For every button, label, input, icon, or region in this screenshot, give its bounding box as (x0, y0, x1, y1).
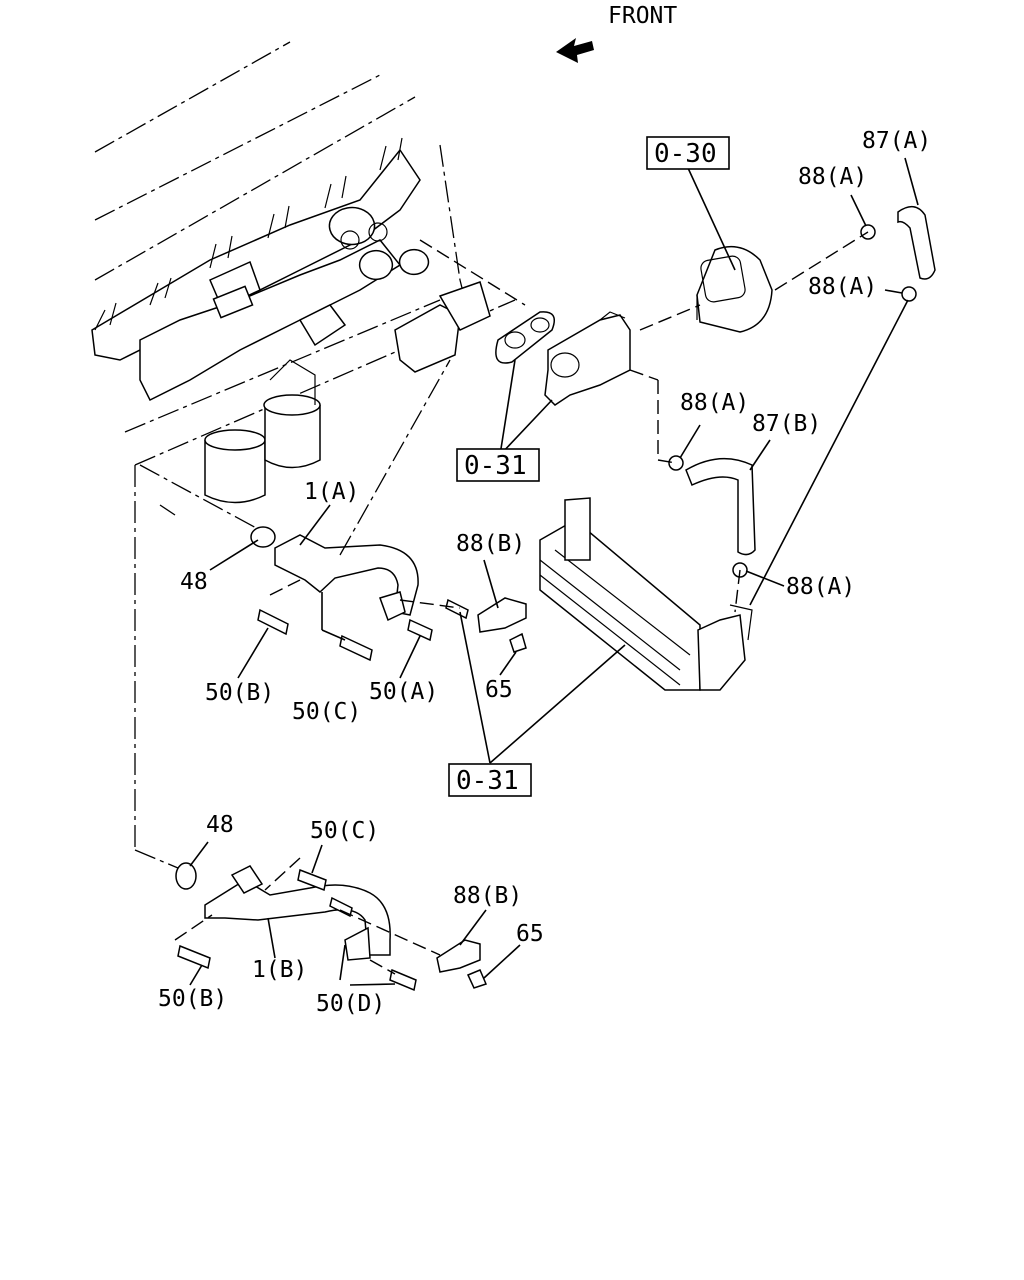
callout-65-bot: 65 (516, 921, 544, 947)
callout-1b: 1(B) (252, 957, 307, 983)
ref-box-031-mid: 0-31 (448, 763, 532, 797)
water-outlet-housing (544, 311, 631, 406)
callout-48-bot: 48 (206, 812, 234, 838)
callout-50b-bot: 50(B) (158, 986, 227, 1012)
front-label: FRONT (608, 3, 677, 29)
callout-88a-2: 88(A) (808, 274, 877, 300)
callout-50a: 50(A) (369, 679, 438, 705)
callout-88a-1: 88(A) (798, 164, 867, 190)
callout-labels: 87(A) 88(A) 88(A) 88(A) 87(B) 88(A) 1(A)… (158, 128, 931, 1017)
ref-031-mid-text: 0-31 (456, 766, 519, 796)
callout-88a-3: 88(A) (680, 390, 749, 416)
oil-filters (204, 359, 321, 504)
callout-87b: 87(B) (752, 411, 821, 437)
callout-50b-top: 50(B) (205, 680, 274, 706)
bolts-bottom (177, 868, 417, 992)
hose-87a (897, 206, 936, 280)
hose-87b (685, 457, 756, 556)
callout-50d: 50(D) (316, 991, 385, 1017)
manifold (91, 137, 491, 402)
ref-box-031-top: 0-31 (456, 448, 540, 482)
bracket-bottom (436, 939, 488, 989)
callout-48-top: 48 (180, 569, 208, 595)
front-arrow-icon (556, 38, 594, 63)
callout-1a: 1(A) (304, 479, 359, 505)
leader-lines (174, 157, 919, 986)
ref-030-text: 0-30 (654, 139, 717, 169)
bolts-top (257, 598, 469, 662)
callout-50c-bot: 50(C) (310, 818, 379, 844)
callout-88a-4: 88(A) (786, 574, 855, 600)
oil-cooler (539, 497, 753, 691)
callout-88b-top: 88(B) (456, 531, 525, 557)
o-ring-bottom (175, 862, 197, 890)
ref-031-top-text: 0-31 (464, 451, 527, 481)
gasket-top (495, 311, 555, 364)
callout-88b-bot: 88(B) (453, 883, 522, 909)
ref-box-030: 0-30 (646, 136, 730, 170)
oil-pipe-1a (274, 534, 419, 622)
callout-87a: 87(A) (862, 128, 931, 154)
thermostat-cover (696, 245, 773, 333)
callout-65-top: 65 (485, 677, 513, 703)
o-ring-top (250, 526, 276, 548)
bracket-top (477, 597, 527, 653)
callout-50c-top: 50(C) (292, 699, 361, 725)
